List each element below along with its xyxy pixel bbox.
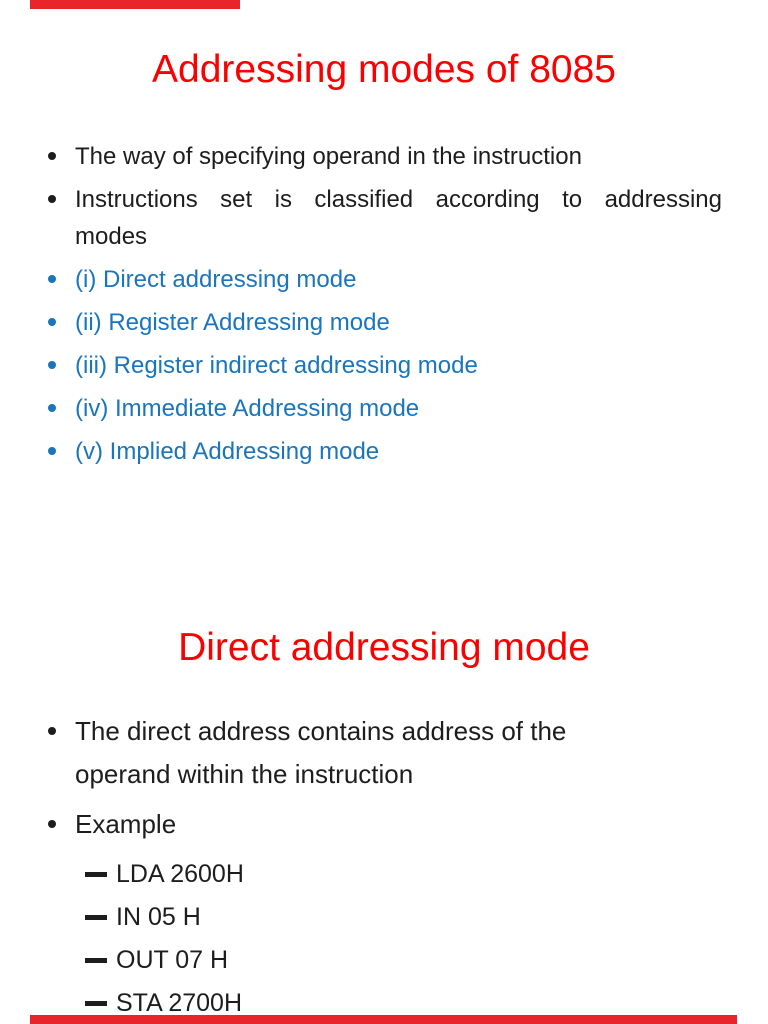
bullet-text: (iii) Register indirect addressing mode <box>75 352 478 379</box>
bullet-icon <box>48 195 56 203</box>
bullet-text: operand within the instruction <box>75 759 414 789</box>
bullet-text: Instructions set is classified according… <box>75 186 722 213</box>
list-item: The way of specifying operand in the ins… <box>46 138 722 175</box>
list-item: (iv) Immediate Addressing mode <box>46 390 722 427</box>
slide1-bullet-list: The way of specifying operand in the ins… <box>46 138 722 476</box>
list-item: Example <box>46 803 722 846</box>
list-item: STA 2700H <box>85 982 722 1024</box>
dash-bullet-icon <box>85 1001 107 1006</box>
list-item: IN 05 H <box>85 896 722 939</box>
list-item: Instructions set is classified according… <box>46 181 722 255</box>
slide2-title: Direct addressing mode <box>178 626 590 669</box>
list-item: OUT 07 H <box>85 939 722 982</box>
top-slide-frame-bar <box>30 0 240 9</box>
bullet-icon <box>48 447 56 455</box>
list-item: The direct address contains address of t… <box>46 710 722 796</box>
list-item: (iii) Register indirect addressing mode <box>46 347 722 384</box>
dash-bullet-icon <box>85 958 107 963</box>
list-item: (ii) Register Addressing mode <box>46 304 722 341</box>
bullet-text: The direct address contains address of t… <box>75 716 567 746</box>
bullet-text: (ii) Register Addressing mode <box>75 309 390 336</box>
list-item: (v) Implied Addressing mode <box>46 433 722 470</box>
bottom-slide-frame-bar <box>30 1015 737 1024</box>
bullet-icon <box>48 275 56 283</box>
sub-item-text: IN 05 H <box>116 903 201 931</box>
list-item: (i) Direct addressing mode <box>46 261 722 298</box>
bullet-icon <box>48 318 56 326</box>
sub-item-text: LDA 2600H <box>116 860 244 888</box>
sub-item-text: OUT 07 H <box>116 946 229 974</box>
dash-bullet-icon <box>85 872 107 877</box>
bullet-icon <box>48 361 56 369</box>
bullet-icon <box>48 820 56 828</box>
sub-item-text: STA 2700H <box>116 989 243 1017</box>
bullet-icon <box>48 152 56 160</box>
bullet-text: Example <box>75 809 177 839</box>
bullet-icon <box>48 727 56 735</box>
bullet-text: The way of specifying operand in the ins… <box>75 143 582 170</box>
bullet-text: modes <box>75 223 148 250</box>
dash-bullet-icon <box>85 915 107 920</box>
bullet-text: (i) Direct addressing mode <box>75 266 357 293</box>
bullet-text: (v) Implied Addressing mode <box>75 438 380 465</box>
bullet-icon <box>48 404 56 412</box>
bullet-text: (iv) Immediate Addressing mode <box>75 395 420 422</box>
slide1-title: Addressing modes of 8085 <box>152 48 616 91</box>
list-item: LDA 2600H <box>85 853 722 896</box>
slide2-bullet-list: The direct address contains address of t… <box>46 710 722 1024</box>
example-sublist: LDA 2600H IN 05 H OUT 07 H STA 2700H <box>85 853 722 1024</box>
